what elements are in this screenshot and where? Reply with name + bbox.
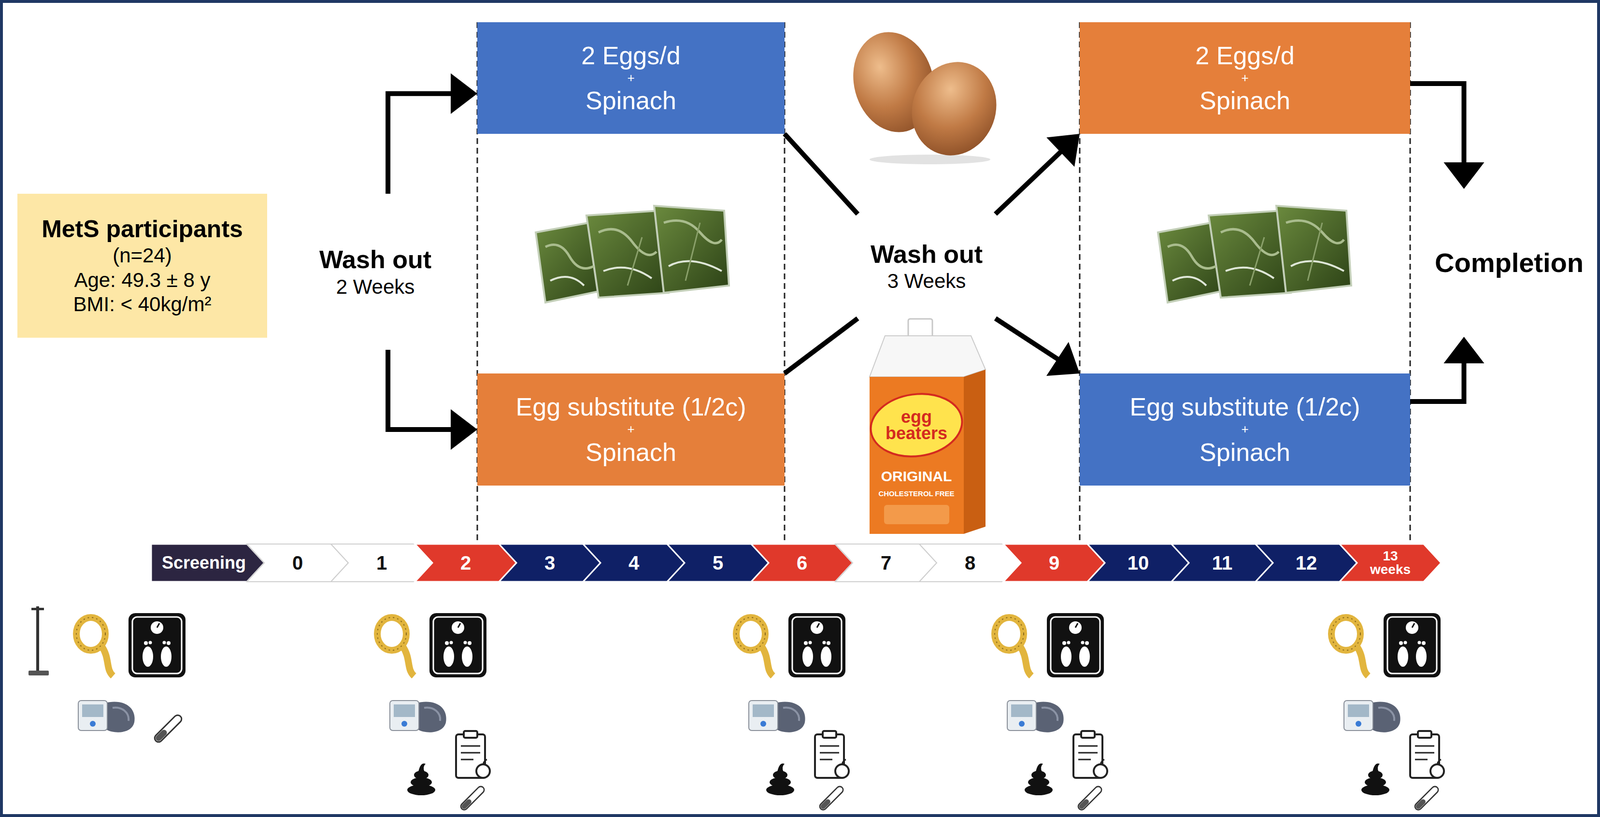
node-text: 2 Weeks: [336, 274, 415, 300]
flow-arrow: [387, 73, 478, 194]
washout-label: Wash out3 Weeks: [857, 214, 996, 319]
timeline-week: 13 weeks: [1366, 549, 1415, 577]
node-text: Spinach: [585, 437, 677, 468]
flow-arrow: [1410, 336, 1485, 402]
timeline-week: 11: [1212, 552, 1233, 574]
spinach-photo: [1157, 205, 1352, 303]
node-text: Spinach: [1199, 85, 1291, 116]
timeline-week: 3: [544, 552, 556, 574]
connector-line: [995, 150, 1063, 215]
connector-line: [784, 318, 858, 374]
node-title: MetS participants: [41, 214, 243, 244]
phase-divider: [477, 22, 1411, 544]
measurement-icons: [28, 606, 1444, 812]
egg-photo: [842, 22, 1010, 168]
timeline-week: 9: [1048, 552, 1060, 574]
arrowhead: [1443, 336, 1485, 364]
connector-line: [784, 133, 858, 215]
timeline-week: 7: [880, 552, 892, 574]
diet-arm-box: 2 Eggs/d+Spinach: [477, 22, 785, 134]
node-title: Egg substitute (1/2c): [1129, 391, 1361, 422]
node-text: Spinach: [585, 85, 677, 116]
timeline: [151, 543, 1442, 582]
timeline-week: 1: [376, 552, 387, 574]
node-title: Wash out: [870, 239, 983, 270]
diet-arm-box: Egg substitute (1/2c)+Spinach: [1079, 373, 1411, 486]
timeline-week: 5: [712, 552, 724, 574]
timeline-week: 4: [628, 552, 640, 574]
arrowhead: [1443, 162, 1485, 189]
timeline-week: 2: [460, 552, 472, 574]
washout-label: Wash out2 Weeks: [302, 193, 448, 350]
diet-arm-box: Egg substitute (1/2c)+Spinach: [477, 373, 785, 486]
arrowhead: [450, 409, 478, 450]
node-text: 3 Weeks: [887, 269, 967, 294]
node-title: Egg substitute (1/2c): [515, 391, 747, 422]
flow-arrow: [995, 318, 1081, 376]
flow-arrow: [995, 133, 1081, 215]
spinach-photo: [535, 205, 729, 303]
connector-line: [387, 349, 454, 430]
node-title: Wash out: [319, 244, 432, 275]
connector-line: [1410, 360, 1464, 402]
node-title: Completion: [1434, 246, 1584, 279]
connector-line: [1410, 83, 1464, 165]
connector-line: [387, 93, 454, 194]
timeline-week: 12: [1295, 552, 1318, 574]
cohort-box: MetS participants(n=24)Age: 49.3 ± 8 yBM…: [17, 193, 268, 338]
arrowhead: [450, 73, 478, 115]
flow-arrow: [784, 133, 858, 215]
egg-substitute-carton: [866, 318, 986, 534]
node-text: +: [1241, 70, 1249, 86]
flow-arrow: [784, 318, 858, 374]
connector-line: [995, 318, 1060, 361]
timeline-week: 10: [1127, 552, 1150, 574]
node-text: +: [1241, 421, 1249, 437]
diet-arm-box: 2 Eggs/d+Spinach: [1079, 22, 1411, 134]
node-text: +: [627, 70, 635, 86]
node-title: 2 Eggs/d: [1195, 40, 1295, 71]
arrowhead: [1046, 133, 1080, 167]
timeline-week: 6: [796, 552, 808, 574]
node-text: Age: 49.3 ± 8 y: [73, 268, 211, 293]
node-text: (n=24): [112, 243, 172, 268]
timeline-week: 0: [292, 552, 303, 574]
node-title: 2 Eggs/d: [581, 40, 681, 71]
node-text: +: [627, 421, 635, 437]
carton-brand: egg beaters: [877, 408, 956, 442]
timeline-step: Screening: [161, 553, 246, 573]
node-text: Spinach: [1199, 437, 1291, 468]
carton-text: CHOLESTEROL FREE: [878, 489, 955, 499]
arrowhead: [1046, 342, 1080, 376]
flow-arrow: [1410, 83, 1485, 189]
node-text: BMI: < 40kg/m²: [73, 292, 212, 317]
completion-label: Completion: [1422, 188, 1597, 337]
flow-arrow: [387, 349, 478, 450]
carton-text: ORIGINAL: [881, 468, 953, 485]
timeline-week: 8: [964, 552, 976, 574]
